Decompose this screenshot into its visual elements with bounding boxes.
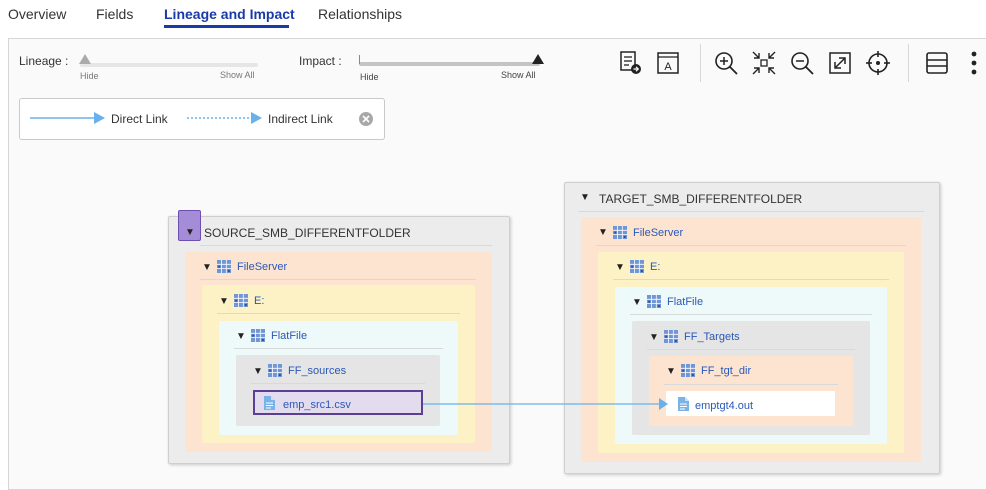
toolbar-divider (908, 44, 909, 82)
collapse-source-root-icon[interactable]: ▼ (185, 227, 195, 238)
file-icon (264, 396, 275, 410)
zoom-in-icon[interactable] (713, 50, 739, 76)
indirect-link-label: Indirect Link (268, 112, 333, 126)
source-drive-grid-icon (234, 294, 248, 307)
header-divider (251, 383, 425, 384)
target-fileserver-grid-icon (613, 226, 627, 239)
target-folder-grid-icon (664, 330, 678, 343)
header-divider (596, 245, 906, 246)
lineage-label: Lineage : (19, 54, 69, 68)
indirect-link-arrow (187, 112, 262, 124)
header-divider (647, 349, 855, 350)
source-folder-label: FF_sources (288, 365, 347, 377)
link-legend (19, 98, 385, 140)
close-legend-icon[interactable] (358, 111, 374, 127)
more-options-icon[interactable] (962, 50, 986, 76)
target-file-node[interactable] (666, 391, 835, 416)
collapse-target-drive-icon[interactable]: ▼ (615, 262, 625, 273)
impact-slider-start-tick (359, 55, 360, 64)
file-icon (678, 397, 689, 411)
header-divider (613, 279, 889, 280)
tab-overview[interactable]: Overview (8, 6, 67, 22)
lineage-slider-track[interactable] (80, 63, 258, 67)
collapse-target-fileserver-icon[interactable]: ▼ (598, 227, 608, 238)
tab-bar: Overview Fields Lineage and Impact Relat… (0, 0, 986, 30)
source-drive-label: E: (254, 295, 265, 307)
target-drive-grid-icon (630, 260, 644, 273)
target-folder-label: FF_Targets (684, 331, 740, 343)
target-subfolder-label: FF_tgt_dir (701, 365, 752, 377)
collapse-target-folder-icon[interactable]: ▼ (649, 332, 659, 343)
svg-text:A: A (664, 61, 672, 73)
target-flatfile-grid-icon (647, 295, 661, 308)
target-root-label: TARGET_SMB_DIFFERENTFOLDER (599, 192, 803, 206)
header-divider (664, 384, 838, 385)
impact-slider-track[interactable] (359, 62, 540, 66)
fit-center-icon[interactable] (751, 50, 777, 76)
header-divider (630, 314, 872, 315)
target-fileserver-label: FileServer (633, 227, 684, 239)
collapse-target-flatfile-icon[interactable]: ▼ (632, 297, 642, 308)
collapse-target-subfolder-icon[interactable]: ▼ (666, 366, 676, 377)
lineage-show-all-label: Show All (220, 70, 255, 80)
impact-show-all-label: Show All (501, 70, 536, 80)
header-divider (217, 313, 460, 314)
tabular-view-icon[interactable] (618, 50, 644, 76)
layout-icon[interactable] (924, 50, 950, 76)
source-flatfile-label: FlatFile (271, 330, 308, 342)
expand-icon[interactable] (827, 50, 853, 76)
text-view-icon[interactable]: A (655, 50, 681, 76)
source-fileserver-label: FileServer (237, 261, 288, 273)
target-drive-label: E: (650, 261, 661, 273)
collapse-source-flatfile-icon[interactable]: ▼ (236, 331, 246, 342)
zoom-out-icon[interactable] (789, 50, 815, 76)
direct-link-connector[interactable] (423, 397, 669, 411)
source-fileserver-grid-icon (217, 260, 231, 273)
active-tab-indicator (164, 25, 289, 28)
collapse-source-fileserver-icon[interactable]: ▼ (202, 262, 212, 273)
direct-link-label: Direct Link (111, 112, 168, 126)
toolbar-divider (700, 44, 701, 82)
target-subfolder-grid-icon (681, 364, 695, 377)
target-file-label: emptgt4.out (695, 400, 754, 412)
source-file-node[interactable] (253, 390, 423, 415)
target-flatfile-label: FlatFile (667, 296, 704, 308)
collapse-target-root-icon[interactable]: ▼ (580, 192, 590, 203)
collapse-source-folder-icon[interactable]: ▼ (253, 366, 263, 377)
source-root-label: SOURCE_SMB_DIFFERENTFOLDER (204, 226, 411, 240)
direct-link-arrow (30, 112, 105, 124)
source-folder-grid-icon (268, 364, 282, 377)
impact-slider-handle[interactable] (531, 53, 545, 65)
tab-fields[interactable]: Fields (96, 6, 134, 22)
tab-relationships[interactable]: Relationships (318, 6, 403, 22)
source-flatfile-grid-icon (251, 329, 265, 342)
impact-label: Impact : (299, 54, 342, 68)
selected-node-marker (178, 210, 201, 241)
lineage-slider-handle[interactable] (78, 53, 92, 65)
source-file-label: emp_src1.csv (283, 399, 351, 411)
impact-hide-label: Hide (360, 72, 379, 82)
header-divider (234, 348, 443, 349)
tab-lineage-and-impact[interactable]: Lineage and Impact (164, 6, 295, 22)
lineage-hide-label: Hide (80, 71, 99, 81)
header-divider (200, 279, 476, 280)
collapse-source-drive-icon[interactable]: ▼ (219, 296, 229, 307)
header-divider (578, 211, 924, 212)
header-divider (200, 245, 492, 246)
focus-target-icon[interactable] (865, 50, 891, 76)
